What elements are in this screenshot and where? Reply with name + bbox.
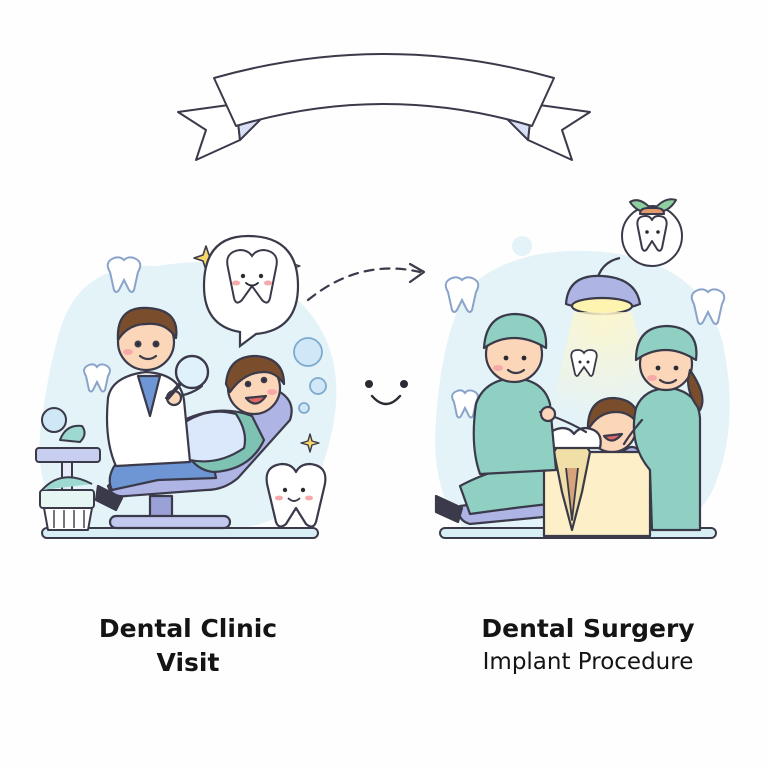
surgery-subtitle: Implant Procedure	[482, 649, 694, 675]
surgery-scene	[434, 198, 730, 539]
surgery-title: Dental Surgery	[481, 614, 695, 643]
clinic-scene	[35, 234, 337, 539]
surgery-caption: Dental Surgery Implant Procedure	[452, 612, 724, 678]
tooth-icon	[570, 349, 598, 377]
tooth-icon	[106, 256, 142, 293]
magnifier-icon	[166, 354, 210, 400]
tooth-icon	[444, 276, 480, 313]
tooth-mascot	[265, 462, 327, 528]
tooth-icon	[83, 363, 111, 393]
tooth-thought-bubble	[202, 234, 300, 349]
toothpaste-icon	[35, 407, 101, 531]
clinic-title-line-2: Visit	[156, 648, 220, 677]
arrow-icon	[306, 267, 422, 302]
tooth-icon	[226, 248, 278, 304]
surgeon-figure-left	[472, 312, 588, 476]
bubble-icon	[293, 337, 327, 414]
smile-face-icon	[365, 380, 408, 406]
ribbon-banner	[177, 53, 591, 161]
clinic-title-line-1: Dental Clinic	[98, 614, 278, 643]
sprout-tooth-icon	[621, 198, 683, 267]
implant-cutaway	[542, 426, 652, 538]
sparkle-icon	[300, 433, 320, 453]
tooth-icon	[690, 288, 726, 325]
tooth-icon	[451, 389, 479, 419]
surgeon-figure-right	[622, 324, 704, 532]
clinic-caption: Dental Clinic Visit	[60, 612, 316, 680]
